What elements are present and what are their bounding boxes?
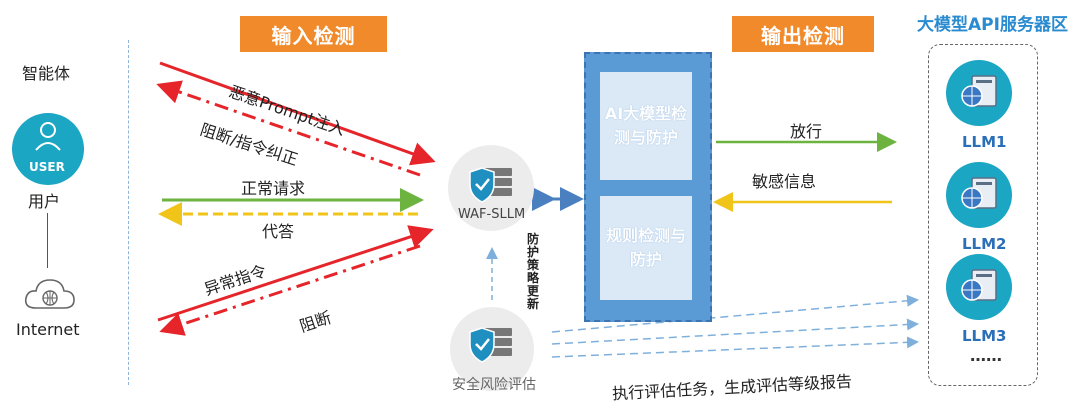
eval-arrow-3 bbox=[551, 336, 919, 358]
llm2-label: LLM2 bbox=[962, 235, 1007, 253]
api-server-zone bbox=[928, 44, 1038, 386]
normal-request-label: 正常请求 bbox=[241, 179, 306, 198]
llm1-label: LLM1 bbox=[962, 133, 1007, 151]
pass-label: 放行 bbox=[790, 122, 823, 141]
user-avatar bbox=[12, 113, 84, 185]
user-badge: USER bbox=[29, 160, 65, 174]
malicious-arrow bbox=[159, 61, 436, 166]
shield-server-icon bbox=[469, 167, 512, 203]
shield-server-icon-2 bbox=[469, 327, 512, 363]
left-divider bbox=[128, 40, 129, 385]
eval-arrow-1 bbox=[551, 294, 919, 333]
agent-label: 智能体 bbox=[22, 64, 71, 83]
block-correct-arrow bbox=[156, 80, 421, 177]
security-eval-label: 安全风险评估 bbox=[452, 377, 536, 393]
user-icon bbox=[35, 122, 61, 151]
cloud-globe-icon bbox=[24, 279, 75, 309]
answer-label: 代答 bbox=[262, 222, 295, 241]
user-label: 用户 bbox=[28, 192, 61, 211]
more-llms: …… bbox=[970, 346, 1002, 365]
rule-detect-box: 规则检测与防护 bbox=[600, 196, 692, 300]
policy-update-label: 防护策略更新 bbox=[527, 232, 540, 311]
llm3-label: LLM3 bbox=[962, 327, 1007, 345]
connector-line bbox=[47, 213, 48, 268]
input-detect-tag: 输入检测 bbox=[240, 16, 387, 52]
api-zone-title: 大模型API服务器区 bbox=[917, 15, 1068, 35]
server-globe-icon bbox=[961, 177, 997, 209]
sensitive-label: 敏感信息 bbox=[752, 172, 817, 191]
ai-detect-box: AI大模型检测与防护 bbox=[600, 72, 692, 180]
eval-arrow-2 bbox=[551, 318, 919, 345]
abnormal-arrow bbox=[157, 225, 434, 322]
ai-detect-text: AI大模型检测与防护 bbox=[604, 104, 688, 147]
internet-label: Internet bbox=[16, 320, 80, 339]
server-globe-icon bbox=[961, 269, 997, 301]
server-globe-icon bbox=[961, 75, 997, 107]
waf-label: WAF-SLLM bbox=[458, 207, 526, 222]
block-arrow bbox=[159, 244, 421, 336]
output-detect-tag: 输出检测 bbox=[732, 16, 874, 52]
rule-detect-text: 规则检测与防护 bbox=[605, 226, 686, 269]
